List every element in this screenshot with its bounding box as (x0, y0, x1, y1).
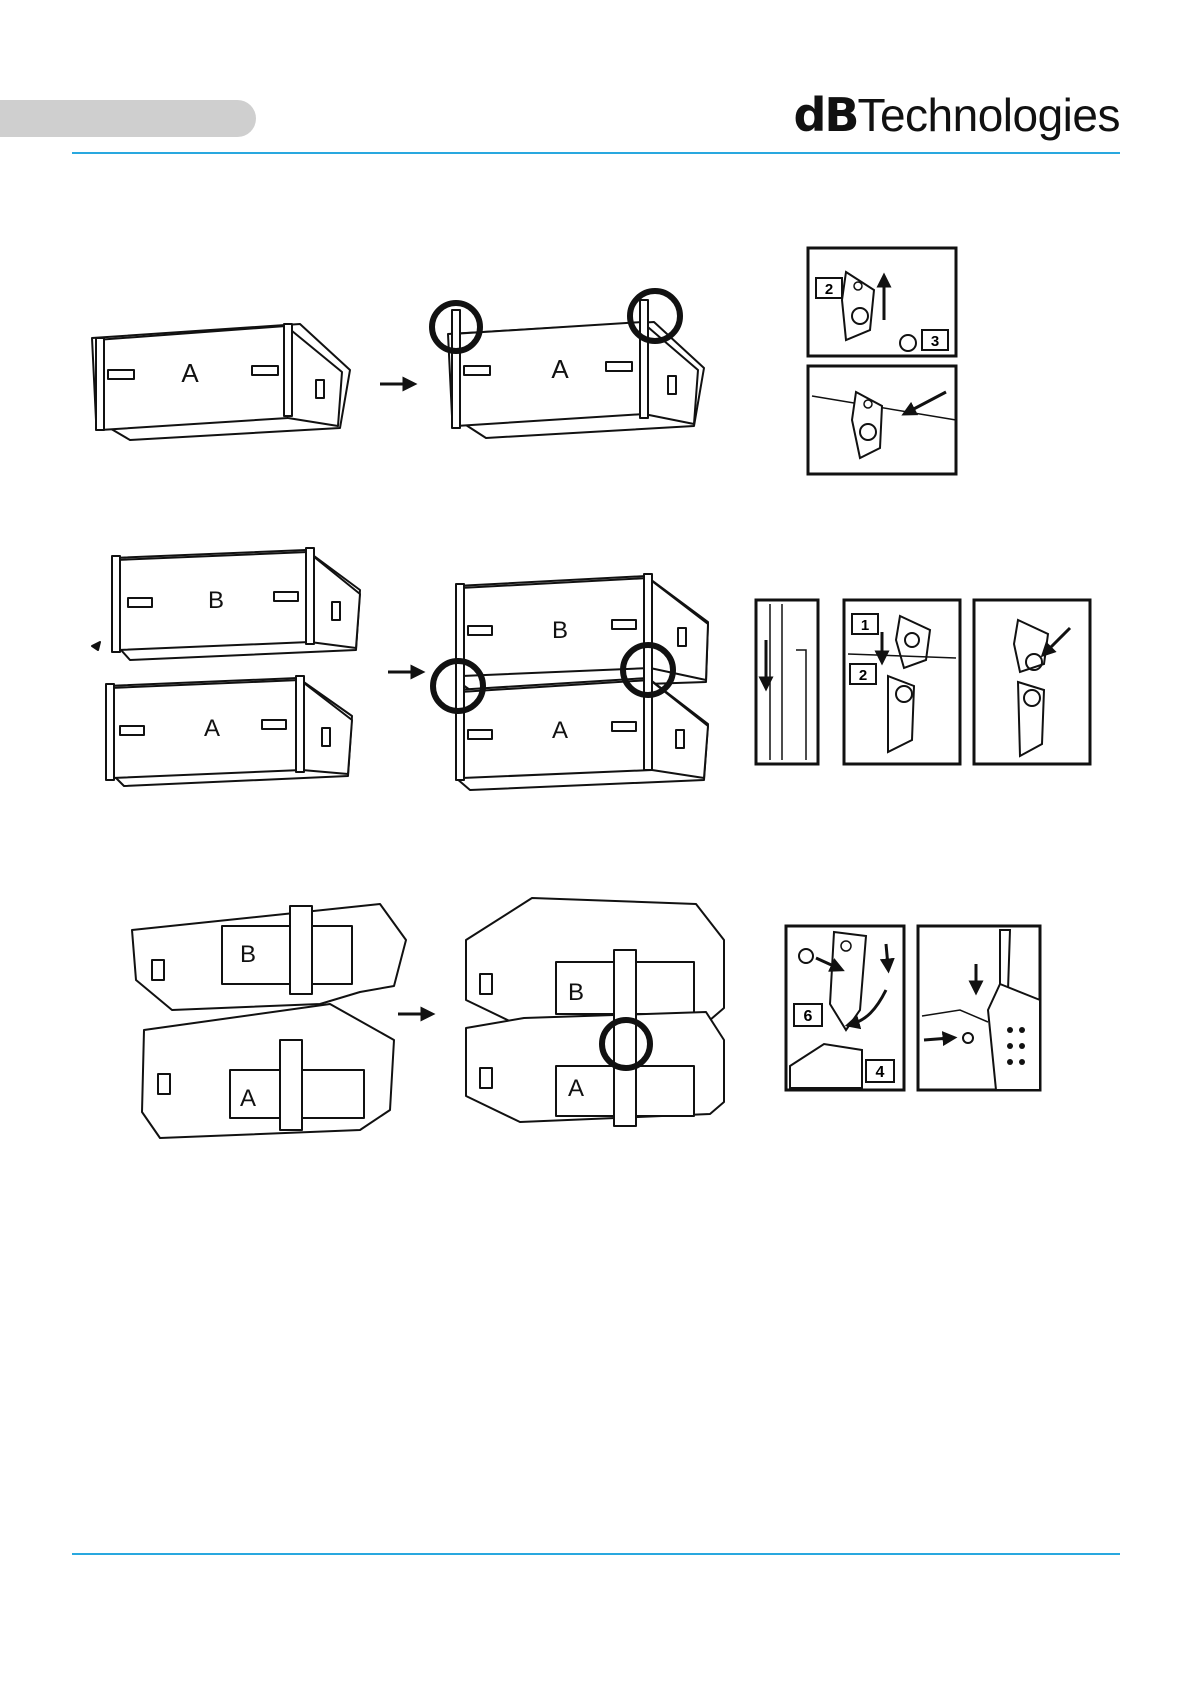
row3-callout-tag-4: 4 (876, 1064, 885, 1081)
row2-callout-tag-2: 2 (859, 667, 867, 684)
row3-open-bottom-label: A (240, 1085, 256, 1112)
row1-right-label: A (551, 354, 569, 384)
row2-callout-middle: 1 2 (844, 600, 960, 764)
row3-callout-right (918, 926, 1040, 1090)
row3-closed-top-label: B (568, 979, 584, 1006)
row3-open-pair: B A (132, 904, 406, 1138)
row3-callout-tag-6: 6 (804, 1008, 813, 1025)
row2-stacked-bottom-label: A (552, 717, 568, 744)
row1-enclosure-a-linked: A (448, 300, 704, 438)
row3-callout-left: 6 4 (786, 926, 904, 1090)
row2-loose-b: B (92, 548, 360, 660)
row1-callout-tag-2: 2 (825, 281, 833, 298)
row1-enclosure-a: A (92, 324, 350, 440)
row3-closed-pair: B A (466, 898, 724, 1126)
row2-callout-tag-1: 1 (861, 617, 869, 634)
row2-callout-right (974, 600, 1090, 764)
row3-open-top-label: B (240, 941, 256, 968)
row2-loose-top-label: B (208, 587, 224, 614)
row1-callout-bottom (808, 366, 956, 474)
row1-left-label: A (181, 358, 199, 388)
row2-callout-left (756, 600, 818, 764)
footer-rule (72, 1553, 1120, 1555)
row1-callout-tag-3: 3 (931, 333, 939, 350)
row2-loose-a: A (106, 676, 352, 786)
row2-loose-bottom-label: A (204, 715, 220, 742)
row1-callout-top: 2 3 (808, 248, 956, 356)
row2-stacked-top-label: B (552, 617, 568, 644)
row3-closed-bottom-label: A (568, 1075, 584, 1102)
